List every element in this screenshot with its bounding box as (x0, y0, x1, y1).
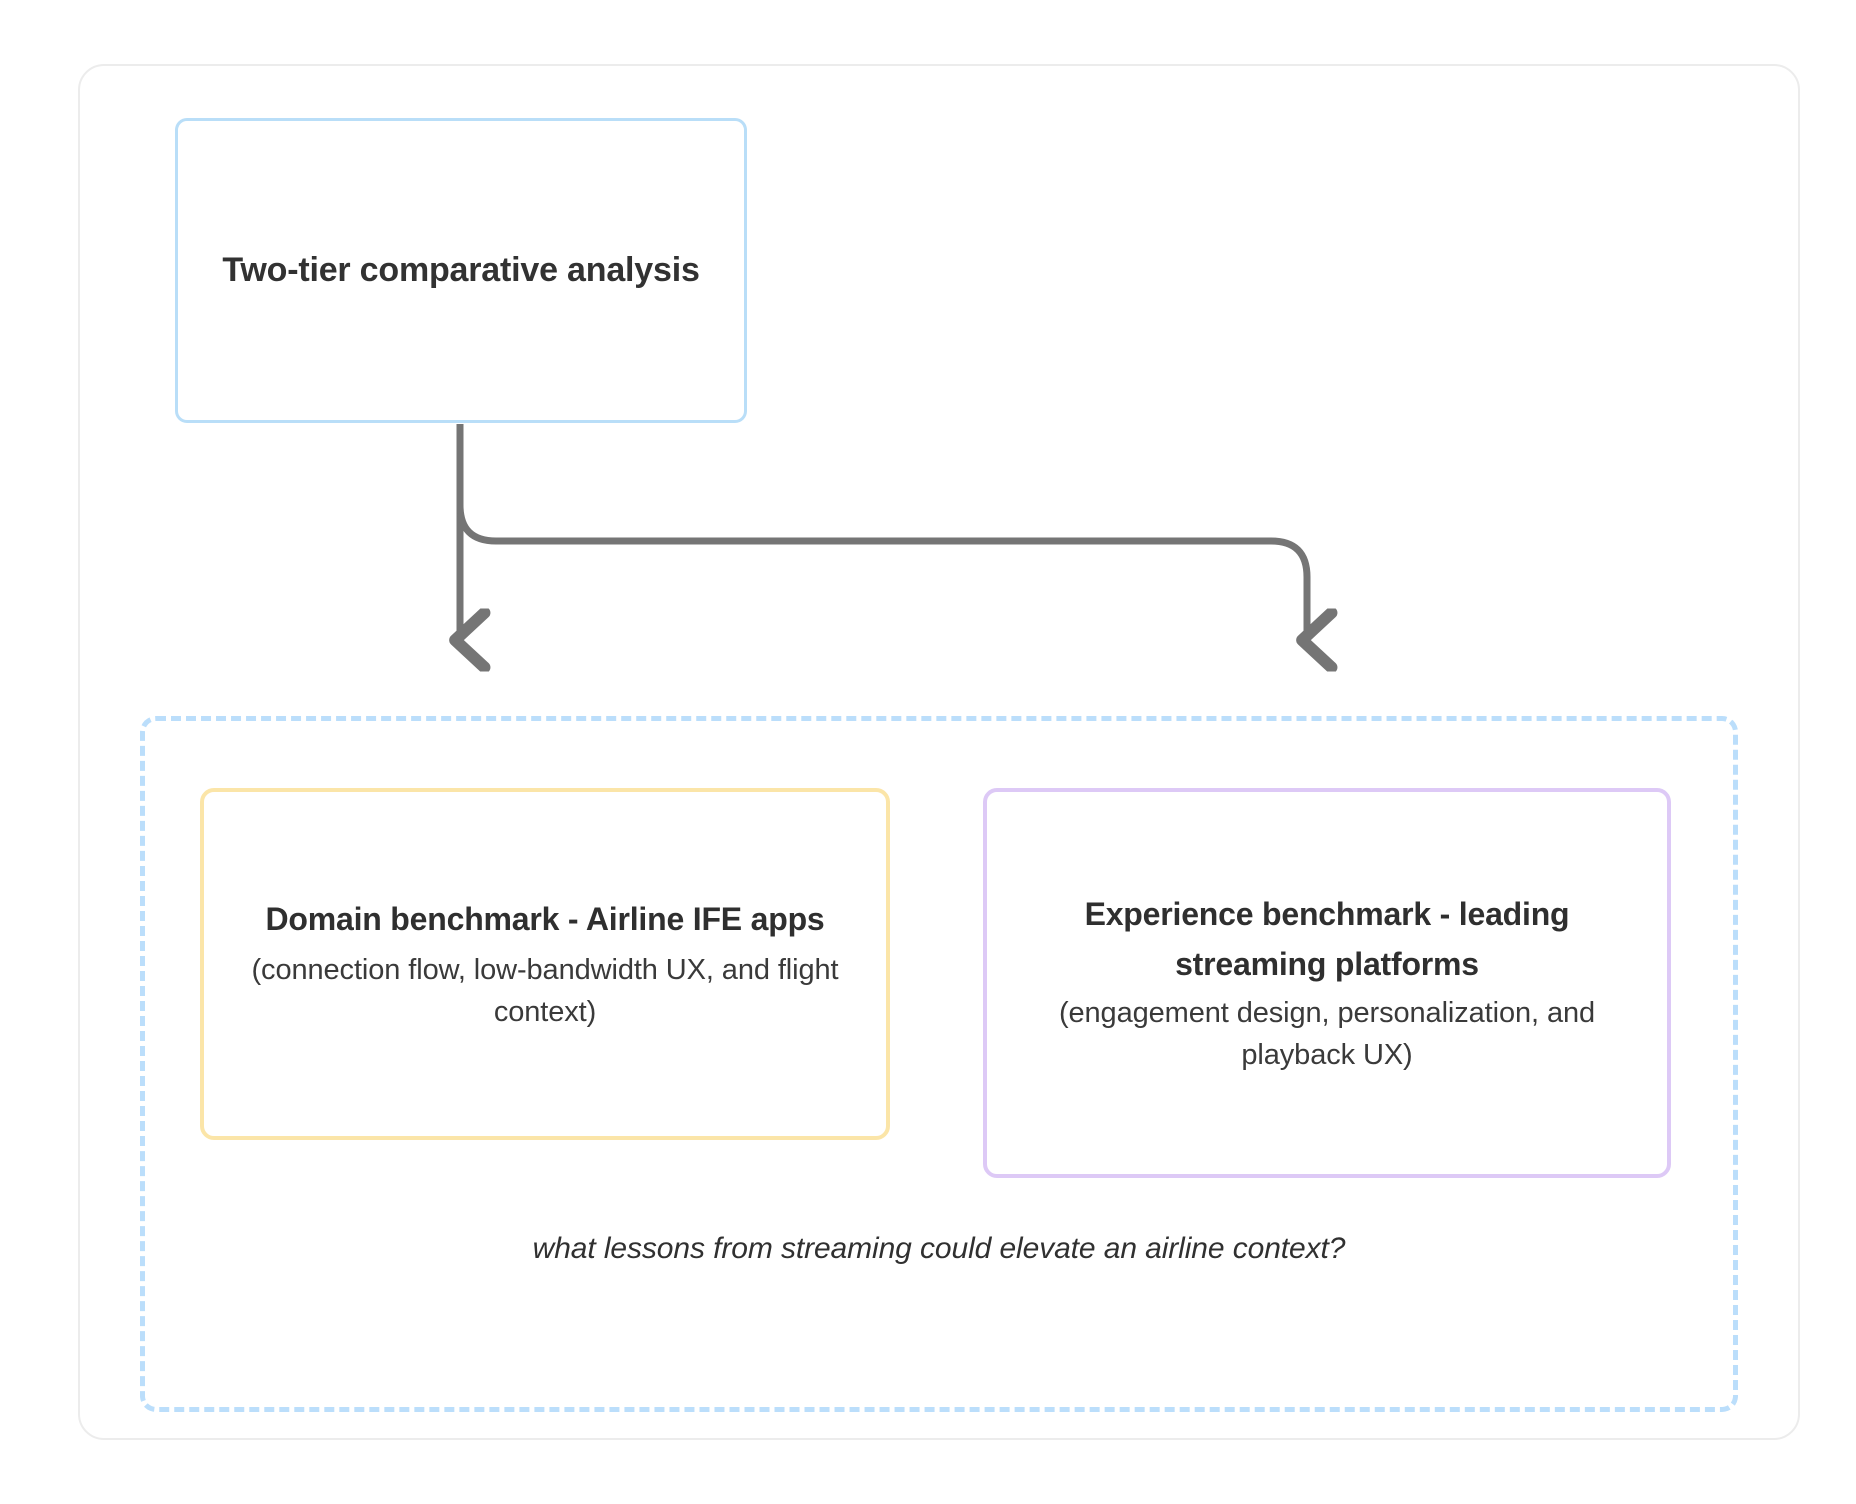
node-experience-benchmark-title: Experience benchmark - leading streaming… (1084, 896, 1570, 982)
group-comparison-container (140, 716, 1738, 1412)
node-experience-benchmark[interactable]: Experience benchmark - leading streaming… (983, 788, 1671, 1178)
group-comparison-caption: what lessons from streaming could elevat… (532, 1232, 1346, 1265)
node-experience-benchmark-subtitle: (engagement design, personalization, and… (1058, 996, 1596, 1071)
node-two-tier-comparative-analysis[interactable]: Two-tier comparative analysis (175, 118, 747, 423)
node-domain-benchmark-title: Domain benchmark - Airline IFE apps (265, 901, 825, 938)
node-domain-benchmark-subtitle: (connection flow, low-bandwidth UX, and … (251, 953, 839, 1028)
node-domain-benchmark[interactable]: Domain benchmark - Airline IFE apps (con… (200, 788, 890, 1140)
node-root-title: Two-tier comparative analysis (222, 251, 700, 289)
